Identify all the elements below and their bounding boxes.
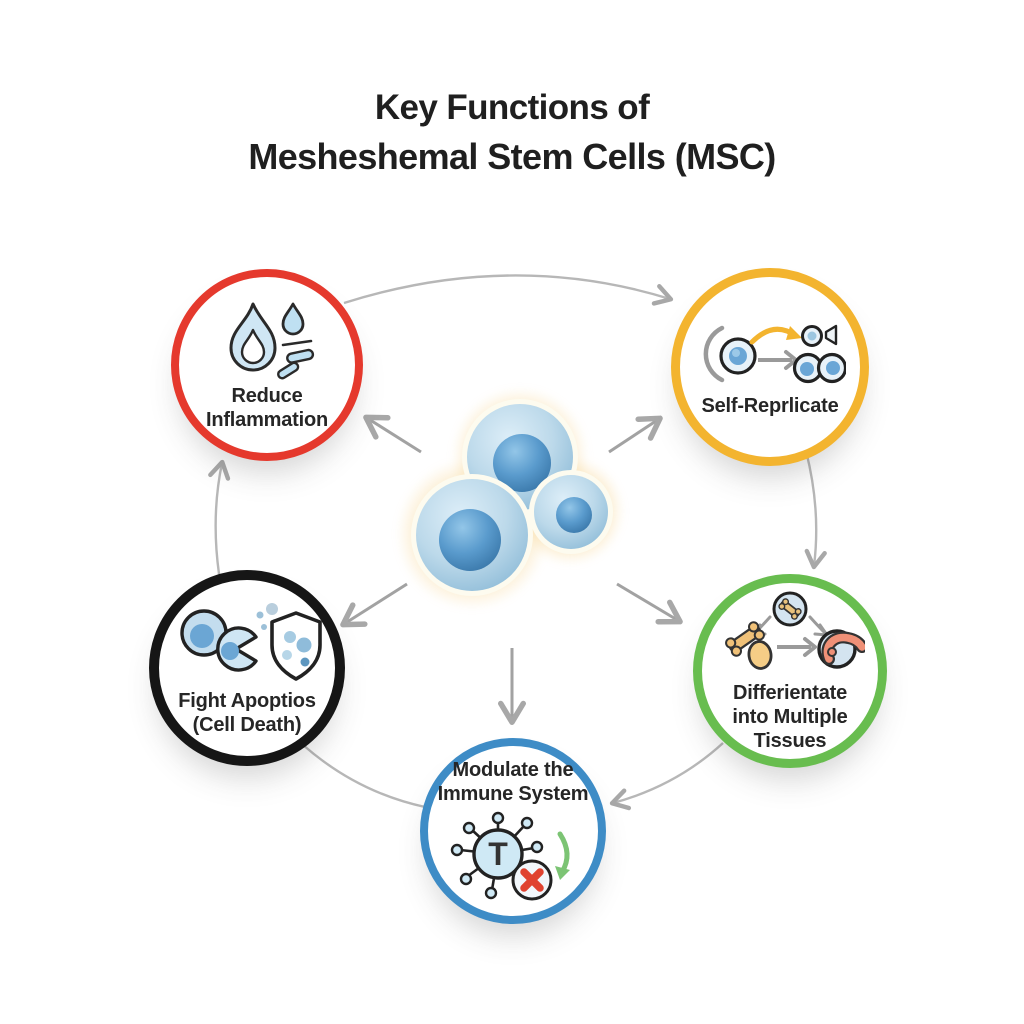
- node-label: Fight Apoptios (Cell Death): [178, 689, 316, 737]
- page-title-line1: Key Functions of: [374, 88, 650, 127]
- node-label-line: Fight Apoptios: [178, 690, 316, 712]
- page-title: Key Functions of Mesheshemal Stem Cells …: [0, 84, 1024, 182]
- node-label-line: Self-Reprlicate: [701, 395, 839, 417]
- node-label-line: (Cell Death): [192, 714, 302, 736]
- arc-replicate-to-differentiate: [804, 450, 827, 570]
- node-label-line: Inflammation: [205, 409, 329, 431]
- stem-cell-right: [529, 470, 613, 554]
- node-label: Self-Reprlicate: [701, 394, 838, 418]
- arc-apoptosis-to-reduce: [208, 459, 231, 575]
- cell-replication-icon: [703, 324, 846, 384]
- node-fight-apoptosis: Fight Apoptios (Cell Death): [149, 570, 345, 766]
- node-label-line: Reduce: [231, 385, 303, 407]
- bone-tissue-icon: [725, 591, 865, 670]
- node-label-line: Immune System: [437, 783, 589, 805]
- node-label-line: Modulate the: [452, 759, 574, 781]
- arc-reduce-to-replicate: [343, 274, 674, 306]
- cell-shield-icon: [180, 603, 322, 681]
- flame-droplet-icon: [229, 302, 315, 380]
- node-label: Reduce Inflammation: [206, 384, 328, 432]
- node-label: Modulate the Immune System: [438, 758, 589, 806]
- node-label-line: Tissues: [753, 730, 827, 752]
- node-self-replicate: Self-Reprlicate: [671, 268, 869, 466]
- arc-differentiate-to-modulate: [609, 742, 724, 811]
- stem-cells-illustration: [411, 399, 613, 596]
- node-differentiate: Differientate into Multiple Tissues: [693, 574, 887, 768]
- svg-text:T: T: [488, 836, 508, 872]
- arc-apoptosis-to-modulate: [301, 743, 426, 809]
- node-label-line: into Multiple: [732, 706, 848, 728]
- t-cell-suppression-icon: T: [450, 811, 570, 901]
- node-modulate-immune: Modulate the Immune System: [420, 738, 606, 924]
- stem-cell-large: [411, 474, 533, 596]
- page-title-line2: Mesheshemal Stem Cells (MSC): [248, 136, 776, 178]
- node-reduce-inflammation: Reduce Inflammation: [171, 269, 363, 461]
- node-label: Differientate into Multiple Tissues: [732, 681, 847, 753]
- node-label-line: Differientate: [732, 682, 848, 704]
